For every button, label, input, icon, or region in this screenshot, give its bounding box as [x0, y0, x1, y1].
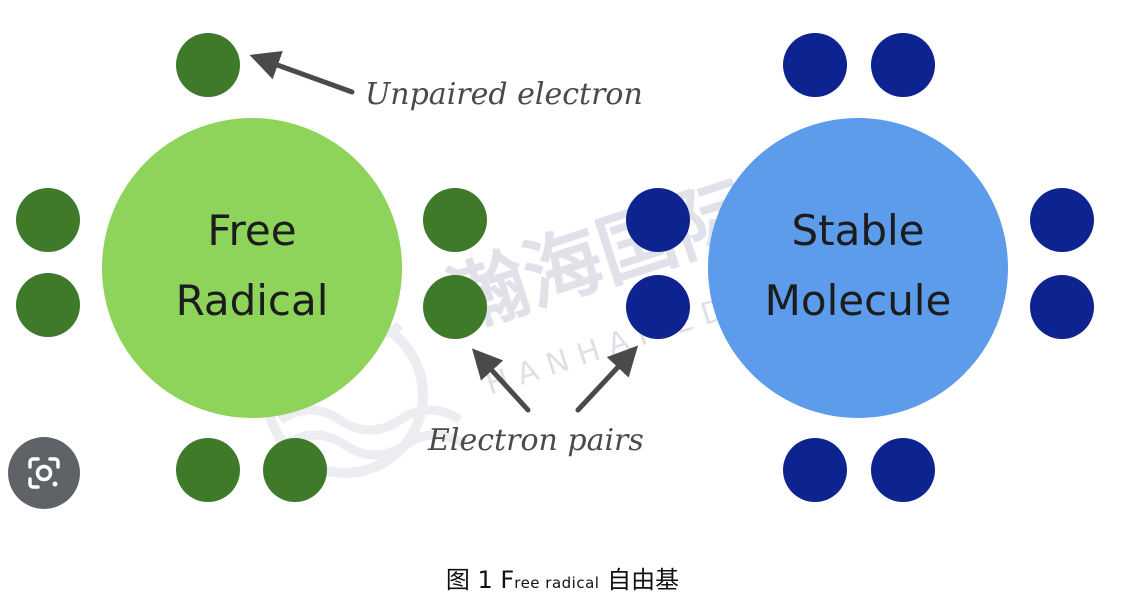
unpaired-arrow: [249, 51, 355, 95]
electron: [1030, 275, 1094, 339]
electron: [626, 275, 690, 339]
electron: [871, 33, 935, 97]
free-radical-label-line1: Free: [207, 206, 296, 255]
electron: [1030, 188, 1094, 252]
electron: [423, 275, 487, 339]
caption-small-text: ree radical: [514, 574, 600, 592]
figure-caption: 图 1 Free radical 自由基: [0, 560, 1125, 603]
free-radical-diagram: 瀚海国际教育 HANHAI EDUCATION Free Radical Sta…: [16, 33, 1094, 502]
pairs-arrow-right: [575, 345, 639, 413]
free-radical-label-line2: Radical: [176, 276, 329, 325]
electron: [263, 438, 327, 502]
electron: [423, 188, 487, 252]
caption-suffix: 自由基: [599, 566, 680, 594]
stable-molecule-circle: [708, 118, 1008, 418]
camera-search-icon: [28, 457, 60, 489]
stable-molecule-label-line1: Stable: [791, 206, 924, 255]
electron: [176, 438, 240, 502]
electron: [871, 438, 935, 502]
callouts: Unpaired electron Electron pairs: [249, 51, 644, 458]
electron: [626, 188, 690, 252]
unpaired-electron-label: Unpaired electron: [365, 77, 643, 112]
electron: [16, 188, 80, 252]
electron: [16, 273, 80, 337]
stable-molecule-group: Stable Molecule: [626, 33, 1094, 502]
visual-search-button[interactable]: [8, 437, 80, 509]
unpaired-electron: [176, 33, 240, 97]
pairs-arrow-left: [471, 348, 531, 413]
free-radical-group: Free Radical: [16, 33, 487, 502]
electron: [783, 438, 847, 502]
electron: [783, 33, 847, 97]
free-radical-circle: [102, 118, 402, 418]
electron-pairs-label: Electron pairs: [427, 423, 644, 458]
caption-prefix: 图 1 F: [445, 566, 515, 594]
stable-molecule-label-line2: Molecule: [765, 276, 952, 325]
